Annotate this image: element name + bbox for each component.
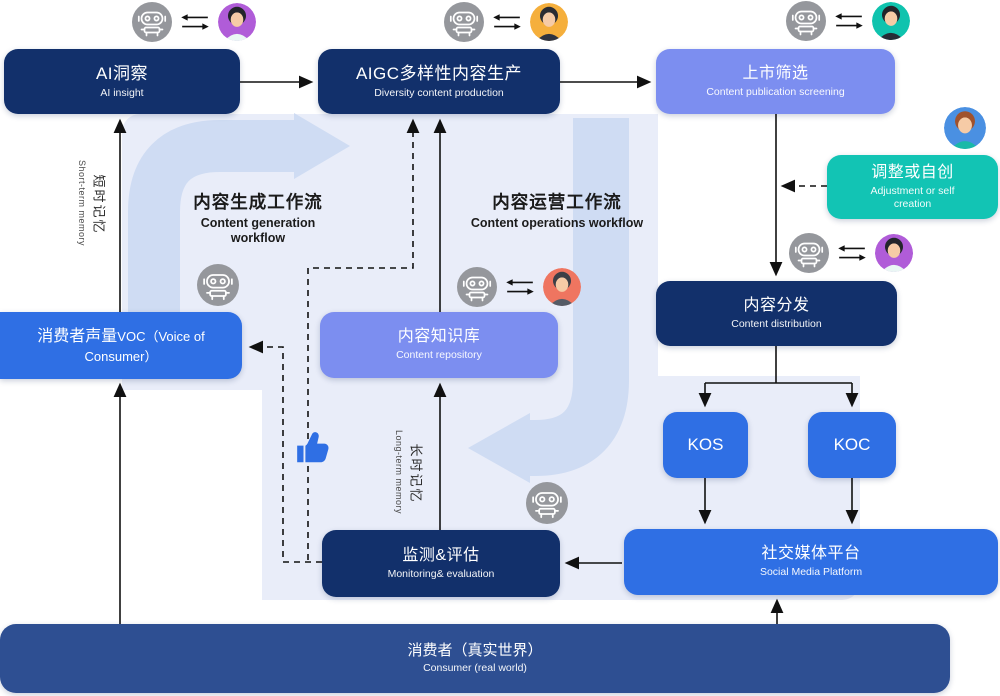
node-social-media-zh: 社交媒体平台 bbox=[761, 545, 861, 563]
node-voc: 消费者声量VOC（Voice of Consumer） bbox=[0, 312, 242, 379]
waving-woman-avatar bbox=[944, 107, 986, 149]
node-koc: KOC bbox=[808, 412, 896, 478]
robot-icon bbox=[457, 267, 497, 307]
generation-workflow-title: 内容生成工作流 Content generation workflow bbox=[158, 189, 358, 246]
exchange-arrows-icon bbox=[490, 11, 524, 33]
short-term-memory-label-en: Short-term memory bbox=[77, 159, 87, 246]
node-koc-label: KOC bbox=[833, 435, 871, 455]
node-content-repository-zh: 内容知识库 bbox=[397, 328, 481, 346]
robot-icon bbox=[444, 2, 484, 42]
node-social-media-en: Social Media Platform bbox=[759, 566, 863, 579]
node-consumer-en: Consumer (real world) bbox=[423, 662, 527, 675]
node-adjustment-zh: 调整或自创 bbox=[871, 163, 954, 181]
background-mask-left bbox=[0, 390, 262, 624]
node-kos-label: KOS bbox=[687, 435, 724, 455]
node-monitoring-en: Monitoring& evaluation bbox=[387, 567, 495, 580]
generation-workflow-title-en: Content generation workflow bbox=[200, 216, 316, 245]
node-voc-en: VOC（Voice of Consumer） bbox=[84, 328, 205, 364]
robot-solo-monitoring bbox=[526, 482, 568, 524]
man-avatar-icon bbox=[543, 268, 581, 306]
robot-icon bbox=[526, 482, 568, 524]
operations-workflow-title: 内容运营工作流 Content operations workflow bbox=[427, 189, 687, 231]
long-term-memory-label-en: Long-term memory bbox=[394, 429, 404, 515]
generation-workflow-title-zh: 内容生成工作流 bbox=[193, 192, 323, 212]
operations-workflow-title-en: Content operations workflow bbox=[470, 216, 644, 230]
node-kos: KOS bbox=[663, 412, 748, 478]
node-content-repository-en: Content repository bbox=[396, 349, 482, 362]
man-avatar-icon bbox=[530, 3, 568, 41]
robot-icon bbox=[197, 264, 239, 306]
node-ai-insight: AI洞察 AI insight bbox=[4, 49, 240, 114]
node-monitoring: 监测&评估 Monitoring& evaluation bbox=[322, 530, 560, 597]
node-monitoring-zh: 监测&评估 bbox=[402, 546, 480, 564]
node-aigc-production: AIGC多样性内容生产 Diversity content production bbox=[318, 49, 560, 114]
robot-solo-generation bbox=[197, 264, 239, 306]
woman-avatar-icon bbox=[875, 234, 913, 272]
robot-icon bbox=[789, 233, 829, 273]
node-publication-screening-en: Content publication screening bbox=[706, 85, 845, 98]
agent-human-pair-insight bbox=[132, 2, 256, 42]
node-content-repository: 内容知识库 Content repository bbox=[320, 312, 558, 378]
node-adjustment-en: Adjustment or self creation bbox=[870, 184, 955, 210]
robot-icon bbox=[132, 2, 172, 42]
agent-human-pair-screening bbox=[786, 1, 910, 41]
node-consumer: 消费者（真实世界） Consumer (real world) bbox=[0, 624, 950, 693]
exchange-arrows-icon bbox=[178, 11, 212, 33]
node-content-distribution-zh: 内容分发 bbox=[743, 296, 810, 314]
node-adjustment: 调整或自创 Adjustment or self creation bbox=[827, 155, 998, 219]
man-avatar-icon bbox=[872, 2, 910, 40]
woman-waving-icon bbox=[944, 107, 986, 149]
node-aigc-production-en: Diversity content production bbox=[374, 86, 504, 99]
operations-workflow-title-zh: 内容运营工作流 bbox=[492, 192, 622, 212]
exchange-arrows-icon bbox=[832, 10, 866, 32]
node-consumer-zh: 消费者（真实世界） bbox=[407, 641, 543, 659]
agent-human-pair-repository bbox=[457, 267, 581, 307]
node-ai-insight-en: AI insight bbox=[100, 86, 144, 99]
thumbs-up-feedback bbox=[294, 429, 332, 467]
robot-icon bbox=[786, 1, 826, 41]
agent-human-pair-distribution bbox=[789, 233, 913, 273]
short-term-memory-label-zh: 短时记忆 bbox=[91, 174, 107, 235]
node-content-distribution: 内容分发 Content distribution bbox=[656, 281, 897, 346]
long-term-memory-label-zh: 长时记忆 bbox=[408, 443, 424, 504]
woman-avatar-icon bbox=[218, 3, 256, 41]
node-social-media: 社交媒体平台 Social Media Platform bbox=[624, 529, 998, 595]
node-content-distribution-en: Content distribution bbox=[731, 317, 822, 330]
thumbs-up-icon bbox=[294, 429, 332, 467]
node-publication-screening: 上市筛选 Content publication screening bbox=[656, 49, 895, 114]
node-ai-insight-zh: AI洞察 bbox=[95, 64, 149, 84]
node-aigc-production-zh: AIGC多样性内容生产 bbox=[355, 64, 523, 84]
agent-human-pair-aigc bbox=[444, 2, 568, 42]
node-publication-screening-zh: 上市筛选 bbox=[742, 64, 809, 82]
exchange-arrows-icon bbox=[835, 242, 869, 264]
exchange-arrows-icon bbox=[503, 276, 537, 298]
node-voc-zh: 消费者声量 bbox=[37, 327, 118, 345]
